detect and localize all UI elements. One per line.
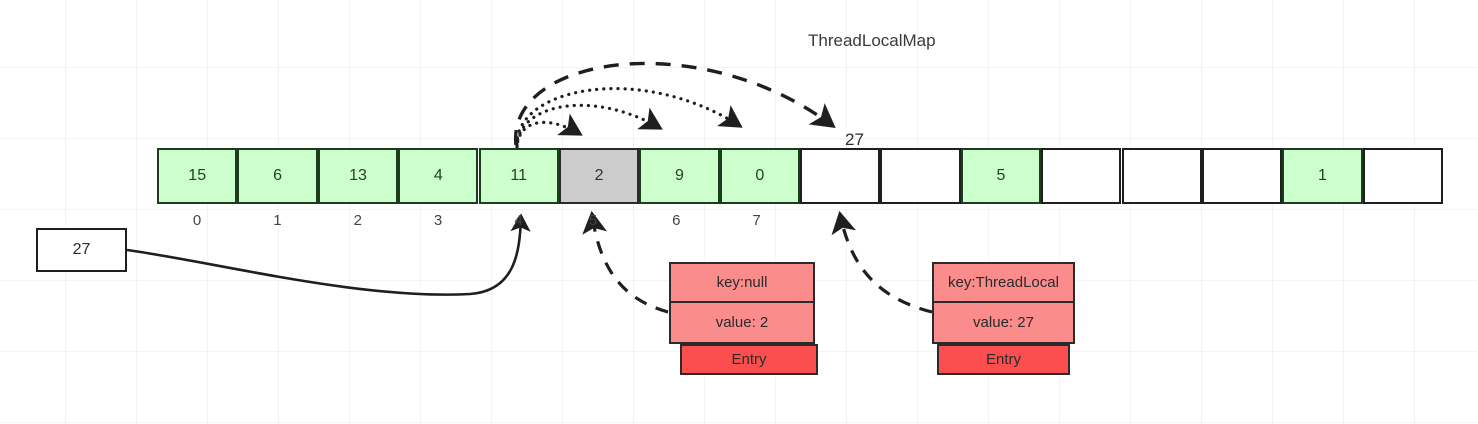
probe-arc-6 xyxy=(515,103,663,149)
array-cell-10[interactable]: 5 xyxy=(960,148,1042,204)
entry-card-new[interactable]: key:ThreadLocal value: 27 Entry xyxy=(932,262,1075,375)
insert-arc-8 xyxy=(514,61,836,146)
entry-key-field: key:null xyxy=(669,262,815,303)
probe-arc-5 xyxy=(515,113,583,151)
source-to-slot4-curve xyxy=(126,213,531,296)
probe-arc-7 xyxy=(515,87,743,147)
entry-value-field: value: 2 xyxy=(669,303,815,344)
array-cell-9[interactable] xyxy=(880,148,961,204)
array-index-2: 2 xyxy=(353,212,362,229)
array-cell-4[interactable]: 11 xyxy=(478,148,559,204)
array-cell-7[interactable]: 0 xyxy=(719,148,800,204)
array-cell-1[interactable]: 6 xyxy=(237,148,318,204)
array-cell-12[interactable] xyxy=(1121,148,1202,204)
array-index-4: 4 xyxy=(514,212,523,229)
array-index-1: 1 xyxy=(273,212,282,229)
diagram-title: ThreadLocalMap xyxy=(808,31,936,50)
array-cell-14[interactable]: 1 xyxy=(1282,148,1363,204)
new-entry-to-slot8 xyxy=(831,210,933,314)
array-index-0: 0 xyxy=(192,212,202,229)
source-value-box[interactable]: 27 xyxy=(36,228,127,272)
entry-type-tab: Entry xyxy=(937,344,1070,375)
array-index-5: 5 xyxy=(588,212,598,229)
array-cell-0[interactable]: 15 xyxy=(157,148,238,204)
array-cell-2[interactable]: 13 xyxy=(317,148,399,204)
insert-value-label: 27 xyxy=(845,130,864,149)
entry-type-tab: Entry xyxy=(680,344,818,375)
array-cell-3[interactable]: 4 xyxy=(398,148,479,204)
entry-key-field: key:ThreadLocal xyxy=(932,262,1075,303)
entry-value-field: value: 27 xyxy=(932,303,1075,344)
array-cell-6[interactable]: 9 xyxy=(639,148,720,204)
array-cell-11[interactable] xyxy=(1041,148,1122,204)
array-cell-5[interactable]: 2 xyxy=(558,148,640,204)
array-index-6: 6 xyxy=(672,212,681,229)
array-index-3: 3 xyxy=(433,212,443,229)
entry-card-stale[interactable]: key:null value: 2 Entry xyxy=(669,262,818,375)
array-cell-8[interactable] xyxy=(800,148,881,204)
array-cell-13[interactable] xyxy=(1201,148,1283,204)
array-index-7: 7 xyxy=(752,212,761,229)
array-cell-15[interactable] xyxy=(1362,148,1443,204)
